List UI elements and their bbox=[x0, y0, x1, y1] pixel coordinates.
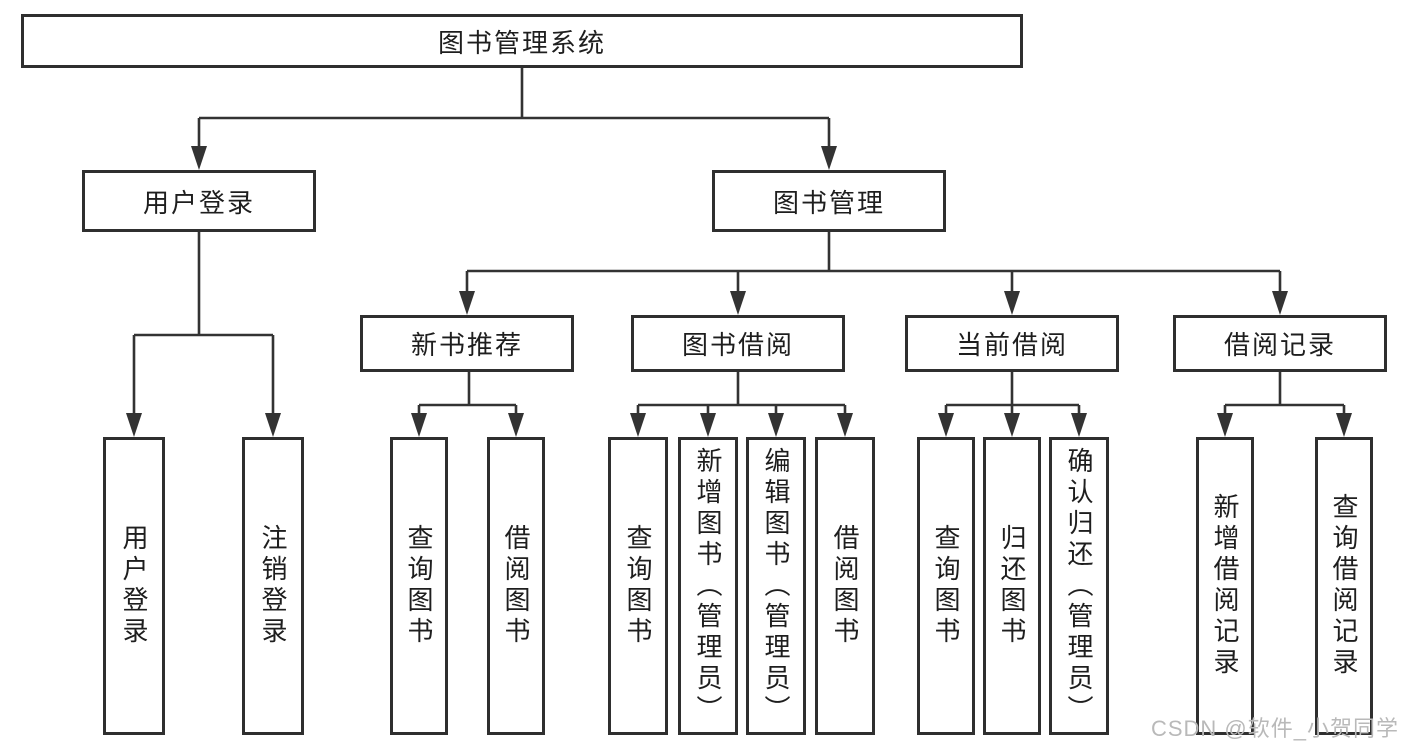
leaf-label: 借阅图书 bbox=[501, 524, 531, 648]
leaf-borrow-books: 借阅图书 bbox=[815, 437, 875, 735]
node-book-management: 图书管理 bbox=[712, 170, 946, 232]
arrowhead bbox=[191, 146, 207, 170]
leaf-label: 查询图书 bbox=[623, 524, 653, 648]
arrowhead bbox=[411, 413, 427, 437]
connector-book-management-children bbox=[465, 232, 1282, 295]
arrowhead bbox=[459, 291, 475, 315]
node-borrow-records: 借阅记录 bbox=[1173, 315, 1387, 372]
arrowhead bbox=[768, 413, 784, 437]
arrowhead bbox=[1004, 291, 1020, 315]
leaf-label: 查询图书 bbox=[404, 524, 434, 648]
arrowhead bbox=[1004, 413, 1020, 437]
node-label: 图书管理系统 bbox=[437, 27, 606, 58]
leaf-label: 新增图书（管理员） bbox=[693, 446, 723, 726]
node-book-borrow: 图书借阅 bbox=[631, 315, 845, 372]
leaf-label: 查询借阅记录 bbox=[1329, 493, 1359, 679]
connector-current-borrow-children bbox=[944, 372, 1081, 417]
arrowhead bbox=[1336, 413, 1352, 437]
leaf-label: 归还图书 bbox=[997, 524, 1027, 648]
leaf-user-login: 用户登录 bbox=[103, 437, 165, 735]
leaf-label: 新增借阅记录 bbox=[1210, 493, 1240, 679]
arrowhead bbox=[837, 413, 853, 437]
leaf-query-borrow-record: 查询借阅记录 bbox=[1315, 437, 1373, 735]
arrowhead bbox=[821, 146, 837, 170]
node-label: 借阅记录 bbox=[1223, 330, 1336, 360]
leaf-query-books: 查询图书 bbox=[917, 437, 975, 735]
leaf-label: 查询图书 bbox=[931, 524, 961, 648]
leaf-label: 编辑图书（管理员） bbox=[761, 446, 791, 726]
arrowhead bbox=[630, 413, 646, 437]
watermark: CSDN @软件_小贺同学 bbox=[1150, 716, 1399, 741]
leaf-label: 用户登录 bbox=[119, 524, 149, 648]
leaf-label: 注销登录 bbox=[258, 524, 288, 648]
leaf-borrow-books: 借阅图书 bbox=[487, 437, 545, 735]
node-label: 当前借阅 bbox=[955, 330, 1068, 360]
arrowhead bbox=[1272, 291, 1288, 315]
connector-new-book-recommend-children bbox=[417, 372, 518, 417]
arrowhead bbox=[730, 291, 746, 315]
connector-root-to-level2 bbox=[197, 68, 831, 152]
leaf-logout: 注销登录 bbox=[242, 437, 304, 735]
arrowhead bbox=[1217, 413, 1233, 437]
node-label: 用户登录 bbox=[142, 187, 255, 218]
leaf-add-book-admin: 新增图书（管理员） bbox=[678, 437, 738, 735]
leaf-label: 确认归还（管理员） bbox=[1064, 446, 1094, 726]
connector-book-borrow-children bbox=[636, 372, 847, 417]
arrowhead bbox=[265, 413, 281, 437]
leaf-return-books: 归还图书 bbox=[983, 437, 1041, 735]
node-root-system: 图书管理系统 bbox=[21, 14, 1023, 68]
leaf-confirm-return-admin: 确认归还（管理员） bbox=[1049, 437, 1109, 735]
leaf-query-books: 查询图书 bbox=[608, 437, 668, 735]
leaf-edit-book-admin: 编辑图书（管理员） bbox=[746, 437, 806, 735]
arrowhead bbox=[126, 413, 142, 437]
arrowhead bbox=[700, 413, 716, 437]
leaf-label: 借阅图书 bbox=[830, 524, 860, 648]
connector-user-login-children bbox=[132, 232, 275, 416]
arrowhead bbox=[508, 413, 524, 437]
connector-borrow-records-children bbox=[1223, 372, 1346, 417]
arrowhead bbox=[938, 413, 954, 437]
node-user-login: 用户登录 bbox=[82, 170, 316, 232]
node-new-book-recommend: 新书推荐 bbox=[360, 315, 574, 372]
arrowhead bbox=[1071, 413, 1087, 437]
node-label: 新书推荐 bbox=[410, 330, 523, 360]
node-label: 图书管理 bbox=[772, 187, 885, 218]
leaf-add-borrow-record: 新增借阅记录 bbox=[1196, 437, 1254, 735]
node-label: 图书借阅 bbox=[681, 330, 794, 360]
node-current-borrow: 当前借阅 bbox=[905, 315, 1119, 372]
leaf-query-books: 查询图书 bbox=[390, 437, 448, 735]
